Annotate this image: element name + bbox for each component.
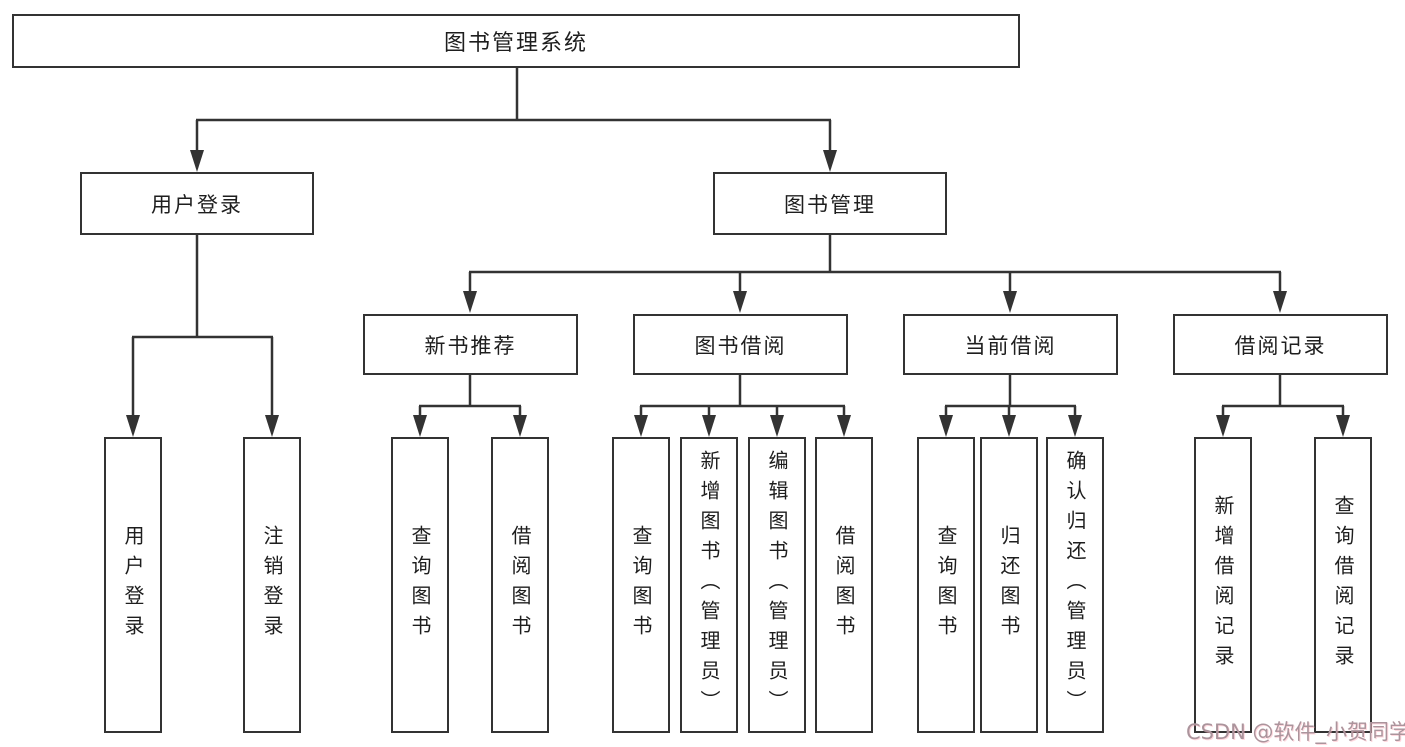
leaf-nbr-borrow-books: 借阅图书 <box>491 437 549 733</box>
leaf-cb-confirm-return-admin-label: 确认归还（管理员） <box>1063 450 1087 720</box>
csdn-watermark: CSDN @软件_小贺同学 <box>1186 720 1405 744</box>
node-root-label: 图书管理系统 <box>443 31 588 56</box>
leaf-bb-query-books: 查询图书 <box>612 437 670 733</box>
node-current-borrowing: 当前借阅 <box>903 314 1118 375</box>
node-current-borrowing-label: 当前借阅 <box>964 333 1057 358</box>
leaf-cb-return-books: 归还图书 <box>980 437 1038 733</box>
leaf-bb-query-books-label: 查询图书 <box>629 525 653 645</box>
leaf-cb-return-books-label: 归还图书 <box>997 525 1021 645</box>
node-book-borrowing: 图书借阅 <box>633 314 848 375</box>
leaf-br-query-record-label: 查询借阅记录 <box>1331 495 1355 675</box>
node-new-book-recommend-label: 新书推荐 <box>424 333 517 358</box>
leaf-nbr-query-books: 查询图书 <box>391 437 449 733</box>
node-borrow-records-label: 借阅记录 <box>1234 333 1327 358</box>
node-new-book-recommend: 新书推荐 <box>363 314 578 375</box>
leaf-cb-query-books-label: 查询图书 <box>934 525 958 645</box>
leaf-bb-borrow-books: 借阅图书 <box>815 437 873 733</box>
leaf-logout: 注销登录 <box>243 437 301 733</box>
node-root: 图书管理系统 <box>12 14 1020 68</box>
leaf-br-add-record: 新增借阅记录 <box>1194 437 1252 733</box>
leaf-logout-label: 注销登录 <box>260 525 284 645</box>
leaf-cb-confirm-return-admin: 确认归还（管理员） <box>1046 437 1104 733</box>
node-user-login-label: 用户登录 <box>151 192 243 217</box>
leaf-user-login: 用户登录 <box>104 437 162 733</box>
leaf-bb-add-books-admin-label: 新增图书（管理员） <box>697 450 721 720</box>
leaf-bb-add-books-admin: 新增图书（管理员） <box>680 437 738 733</box>
leaf-nbr-query-books-label: 查询图书 <box>408 525 432 645</box>
leaf-bb-edit-books-admin-label: 编辑图书（管理员） <box>765 450 789 720</box>
leaf-user-login-label: 用户登录 <box>121 525 145 645</box>
node-user-login: 用户登录 <box>80 172 314 235</box>
leaf-nbr-borrow-books-label: 借阅图书 <box>508 525 532 645</box>
leaf-br-add-record-label: 新增借阅记录 <box>1211 495 1235 675</box>
leaf-br-query-record: 查询借阅记录 <box>1314 437 1372 733</box>
node-book-management-label: 图书管理 <box>784 192 876 217</box>
leaf-bb-borrow-books-label: 借阅图书 <box>832 525 856 645</box>
node-borrow-records: 借阅记录 <box>1173 314 1388 375</box>
leaf-bb-edit-books-admin: 编辑图书（管理员） <box>748 437 806 733</box>
node-book-borrowing-label: 图书借阅 <box>694 333 787 358</box>
leaf-cb-query-books: 查询图书 <box>917 437 975 733</box>
node-book-management: 图书管理 <box>713 172 947 235</box>
